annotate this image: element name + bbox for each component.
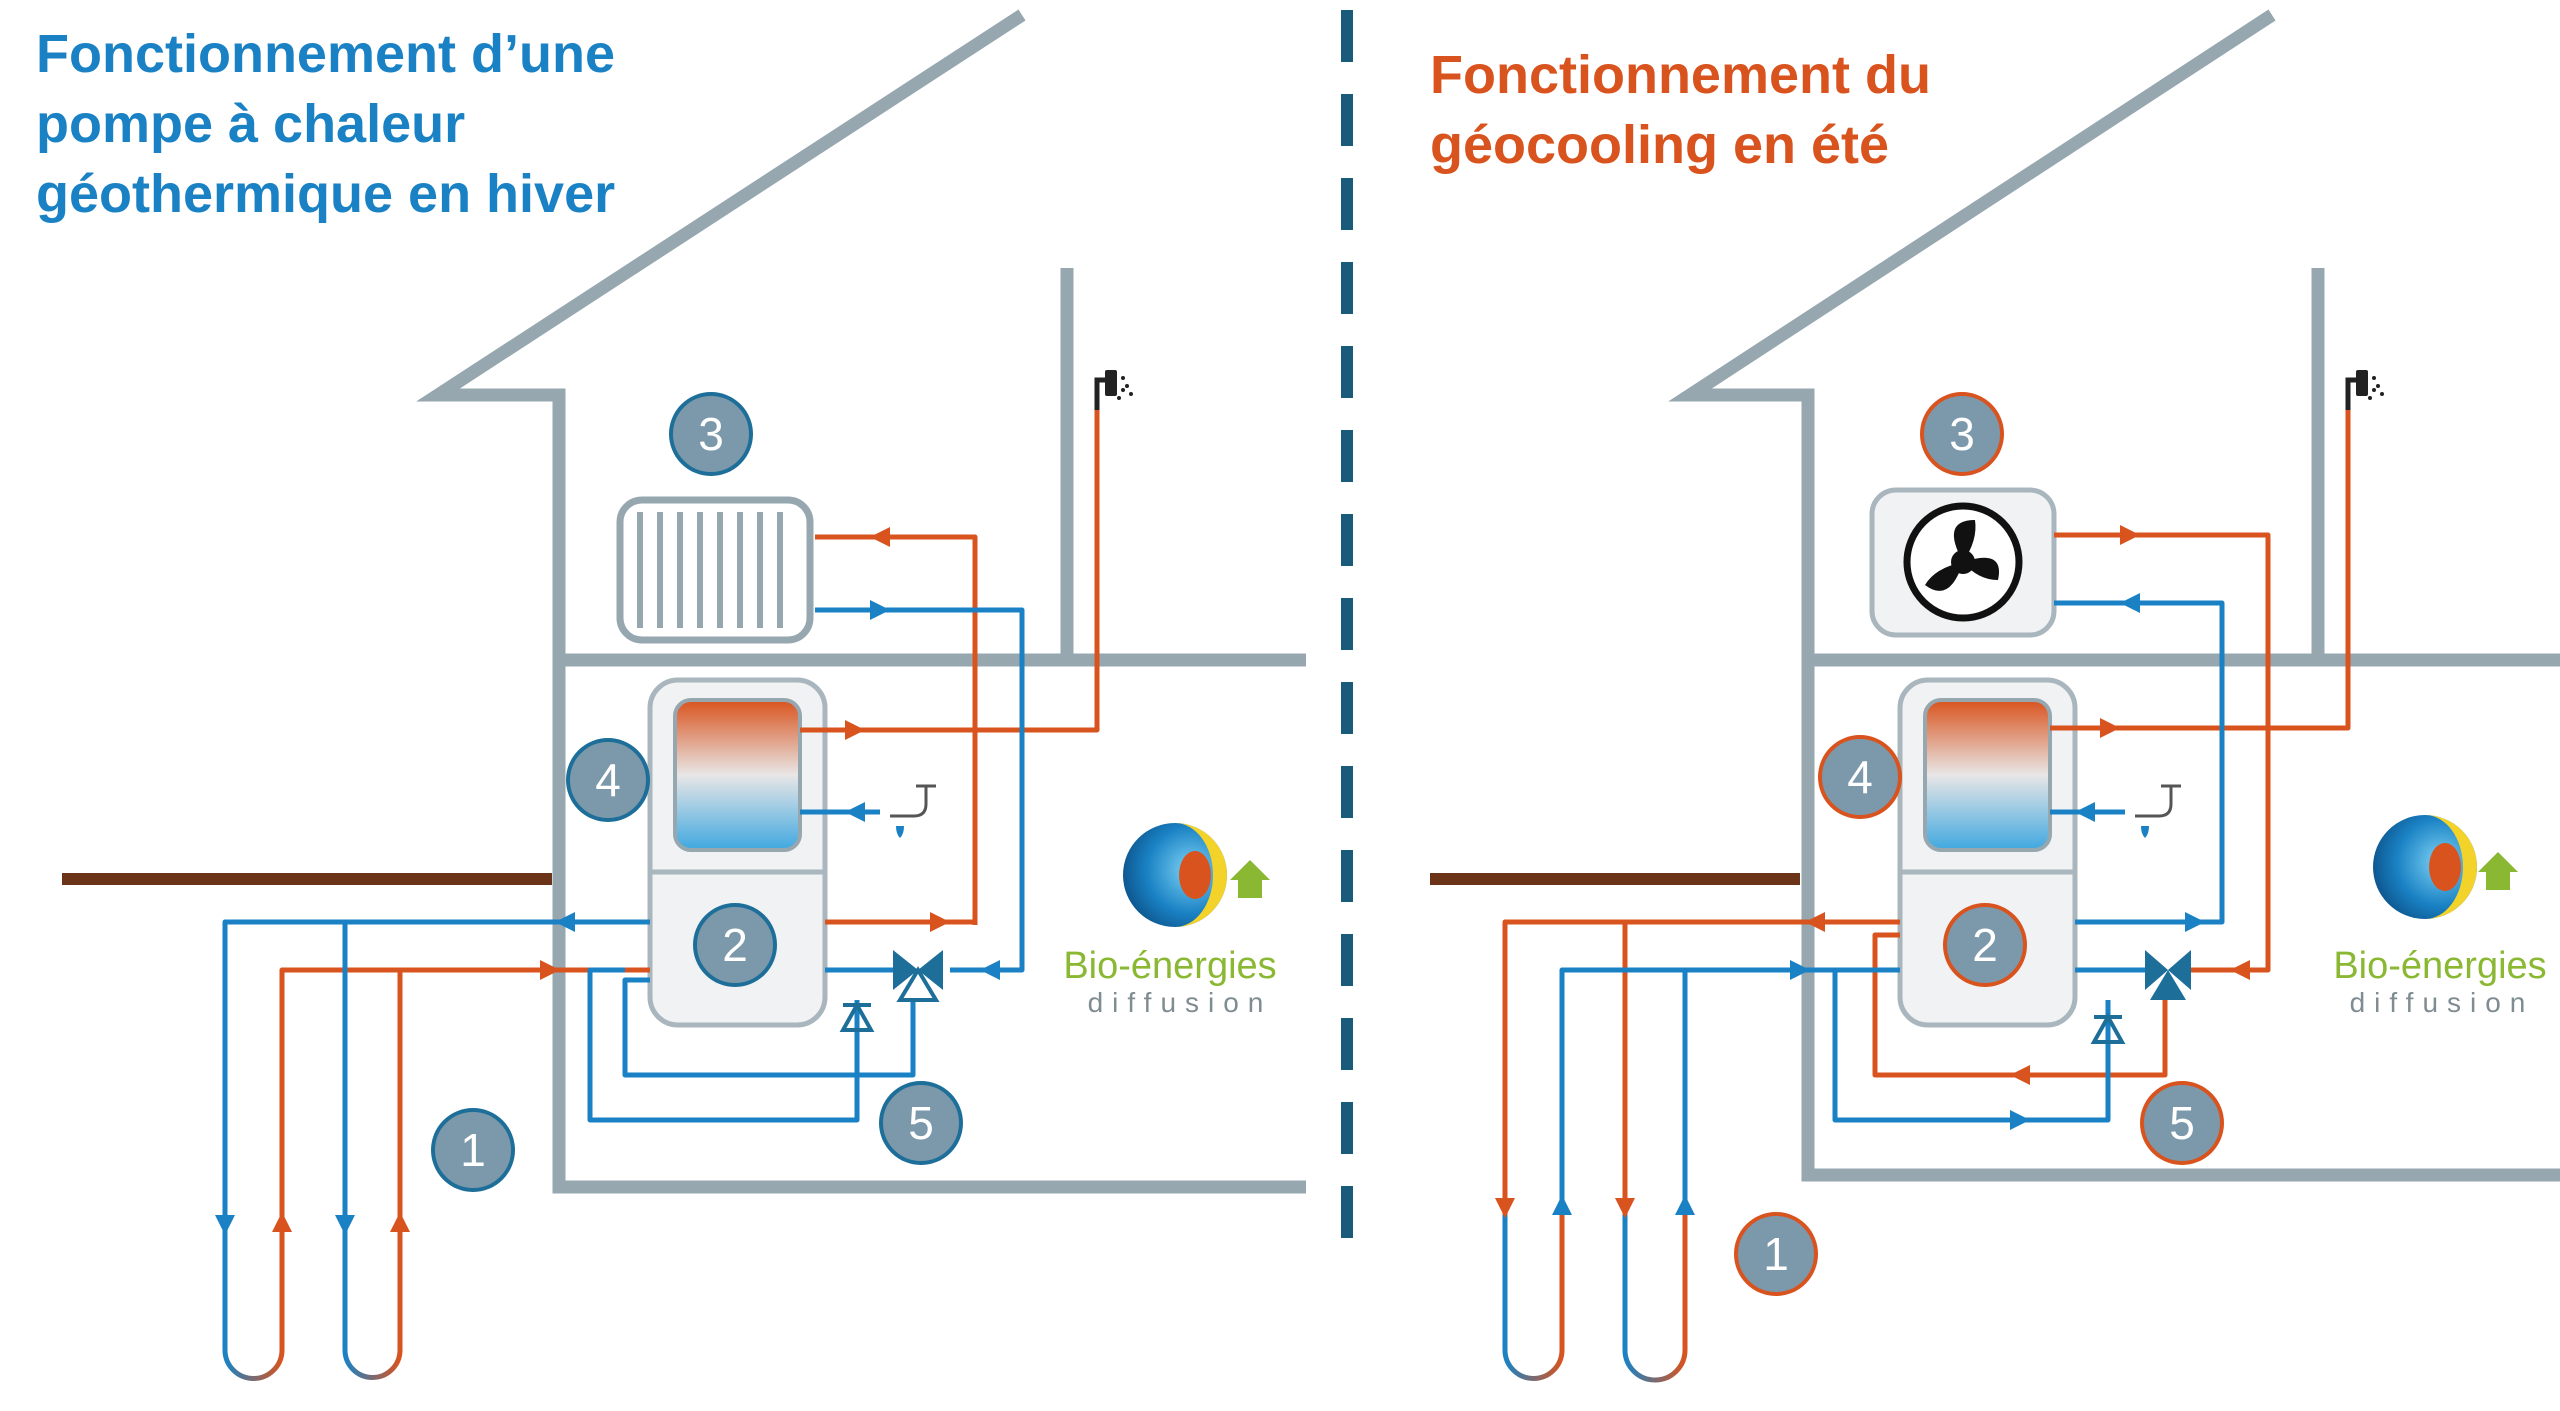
svg-text:4: 4: [595, 754, 621, 806]
left-panel: Fonctionnement d’une pompe à chaleur géo…: [36, 9, 1306, 1381]
fan-icon: [1869, 487, 2057, 638]
right-house-outline: [1668, 9, 2560, 1182]
right-title-line-1: Fonctionnement du: [1430, 45, 1931, 105]
right-badge-1: 1: [1734, 1212, 1818, 1296]
left-title: Fonctionnement d’une pompe à chaleur géo…: [36, 24, 630, 224]
left-pipe-shower: [800, 410, 1100, 733]
right-ground-loops: [1502, 1215, 1688, 1383]
right-pipe-ground-out: [1502, 919, 1900, 1215]
check-valve-icon: [839, 1000, 875, 1032]
check-valve-icon: [2090, 1012, 2126, 1044]
tap-icon: [2135, 784, 2181, 838]
left-title-line-3: géothermique en hiver: [36, 164, 615, 224]
svg-text:3: 3: [698, 408, 724, 460]
right-badge-3: 3: [1920, 392, 2004, 476]
earth-logo-icon: [1123, 823, 1227, 927]
svg-text:2: 2: [1972, 919, 1998, 971]
left-badge-3: 3: [669, 392, 753, 476]
svg-text:Bio-énergies: Bio-énergies: [2333, 945, 2546, 987]
three-way-valve-icon: [2145, 950, 2191, 1000]
earth-logo-icon: [2373, 815, 2477, 919]
tap-icon: [890, 784, 936, 838]
svg-text:Bio-énergies: Bio-énergies: [1063, 945, 1276, 987]
svg-text:5: 5: [908, 1097, 934, 1149]
right-title: Fonctionnement du géocooling en été: [1430, 45, 1946, 175]
left-pipe-radiator-supply: [815, 534, 978, 925]
svg-text:1: 1: [1763, 1228, 1789, 1280]
right-pipe-ground-in: [1559, 967, 1900, 1215]
right-badge-4: 4: [1818, 735, 1902, 819]
shower-icon: [1094, 370, 1133, 410]
left-ground-loops: [222, 1215, 403, 1381]
left-badge-2: 2: [693, 903, 777, 987]
svg-text:2: 2: [722, 919, 748, 971]
svg-text:4: 4: [1847, 751, 1873, 803]
left-badge-1: 1: [431, 1108, 515, 1192]
house-arrow-icon: [2478, 852, 2518, 890]
left-badge-4: 4: [566, 738, 650, 822]
three-way-valve-icon: [893, 950, 943, 1002]
hot-water-tank: [1923, 698, 2052, 852]
right-logo: Bio-énergies diffusion: [2333, 815, 2547, 1018]
right-pipe-shower: [2050, 410, 2351, 731]
left-logo: Bio-énergies diffusion: [1063, 823, 1277, 1018]
right-panel: Fonctionnement du géocooling en été: [1430, 9, 2560, 1383]
hot-water-tank: [673, 698, 802, 852]
shower-icon: [2345, 370, 2384, 410]
right-badge-5: 5: [2140, 1081, 2224, 1165]
svg-text:3: 3: [1949, 408, 1975, 460]
house-arrow-icon: [1230, 860, 1270, 898]
left-house-outline: [416, 9, 1306, 1194]
svg-text:diffusion: diffusion: [1088, 987, 1273, 1018]
left-title-line-1: Fonctionnement d’une: [36, 24, 615, 84]
left-badge-5: 5: [879, 1081, 963, 1165]
left-title-line-2: pompe à chaleur: [36, 94, 465, 154]
right-pipe-fan-return: [2054, 532, 2271, 973]
radiator-icon: [616, 496, 814, 644]
svg-text:1: 1: [460, 1124, 486, 1176]
right-title-line-2: géocooling en été: [1430, 115, 1889, 175]
right-badge-2: 2: [1943, 903, 2027, 987]
svg-text:5: 5: [2169, 1097, 2195, 1149]
svg-text:diffusion: diffusion: [2350, 987, 2535, 1018]
right-pipe-fan-supply: [2054, 600, 2225, 925]
left-pipe-ground-return: [222, 919, 650, 1215]
left-pipe-ground-supply: [279, 967, 650, 1215]
left-heat-pump-unit: [647, 677, 828, 1028]
